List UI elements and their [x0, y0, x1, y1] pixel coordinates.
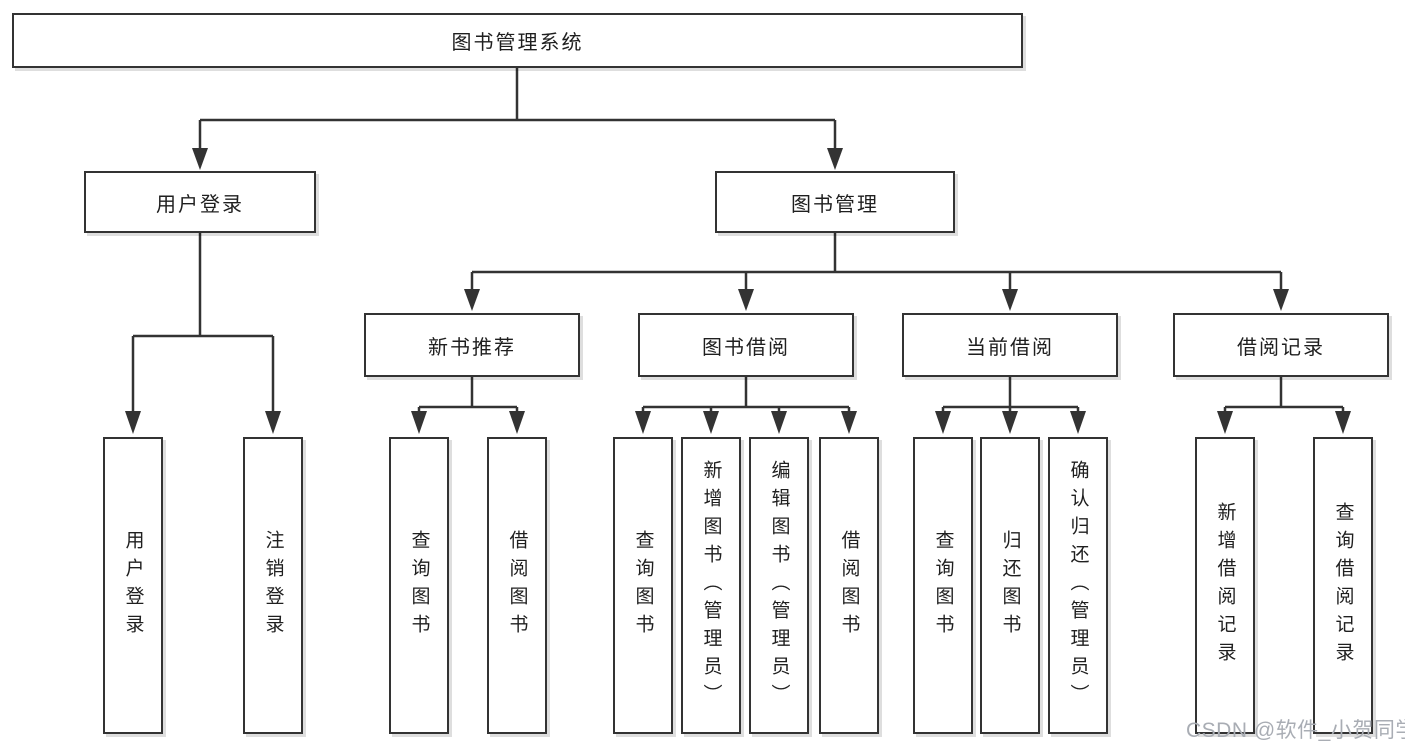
- watermark: CSDN @软件_小贺同学: [1186, 719, 1405, 742]
- leaf-borrow-books: 借阅图书: [819, 437, 879, 734]
- node-label: 用户登录: [122, 529, 144, 642]
- node-label: 确认归还（管理员）: [1067, 459, 1089, 712]
- leaf-borrow-books-recommend: 借阅图书: [487, 437, 547, 734]
- leaf-add-borrow-record: 新增借阅记录: [1195, 437, 1255, 734]
- leaf-add-book-admin: 新增图书（管理员）: [681, 437, 741, 734]
- node-label: 归还图书: [999, 529, 1021, 642]
- node-user-login: 用户登录: [84, 171, 316, 233]
- leaf-user-login: 用户登录: [103, 437, 163, 734]
- leaf-logout-login: 注销登录: [243, 437, 303, 734]
- edge-book-management-to-children: [464, 231, 1289, 311]
- node-label: 新增图书（管理员）: [700, 459, 722, 712]
- leaf-edit-book-admin: 编辑图书（管理员）: [749, 437, 809, 734]
- node-book-management: 图书管理: [715, 171, 955, 233]
- leaf-query-books-borrow: 查询图书: [613, 437, 673, 734]
- node-label: 查询图书: [932, 529, 954, 642]
- node-label: 借阅图书: [838, 529, 860, 642]
- node-label: 借阅记录: [1237, 336, 1325, 359]
- leaf-return-book: 归还图书: [980, 437, 1040, 734]
- node-label: 当前借阅: [966, 336, 1054, 359]
- node-label: 注销登录: [262, 529, 284, 642]
- edge-borrow-records-to-children: [1217, 375, 1351, 434]
- edge-current-borrow-to-children: [935, 375, 1086, 434]
- leaf-query-books-current: 查询图书: [913, 437, 973, 734]
- node-current-borrow: 当前借阅: [902, 313, 1118, 377]
- leaf-confirm-return-admin: 确认归还（管理员）: [1048, 437, 1108, 734]
- node-book-borrow: 图书借阅: [638, 313, 854, 377]
- node-label: 查询图书: [408, 529, 430, 642]
- node-label: 查询图书: [632, 529, 654, 642]
- edge-root-to-level2: [192, 66, 843, 170]
- node-label: 新增借阅记录: [1214, 501, 1236, 670]
- node-library-system: 图书管理系统: [12, 13, 1023, 68]
- leaf-query-borrow-record: 查询借阅记录: [1313, 437, 1373, 734]
- node-label: 图书管理: [791, 193, 879, 216]
- edge-new-book-recommend-to-children: [411, 375, 525, 434]
- node-label: 图书管理系统: [451, 32, 584, 54]
- node-label: 图书借阅: [702, 336, 790, 359]
- node-label: 用户登录: [156, 193, 244, 216]
- edge-user-login-to-children: [125, 231, 281, 434]
- node-borrow-records: 借阅记录: [1173, 313, 1389, 377]
- node-label: 借阅图书: [506, 529, 528, 642]
- node-new-book-recommend: 新书推荐: [364, 313, 580, 377]
- leaf-query-books-recommend: 查询图书: [389, 437, 449, 734]
- node-label: 新书推荐: [428, 336, 516, 359]
- node-label: 编辑图书（管理员）: [768, 459, 790, 712]
- node-label: 查询借阅记录: [1332, 501, 1354, 670]
- edge-book-borrow-to-children: [635, 375, 857, 434]
